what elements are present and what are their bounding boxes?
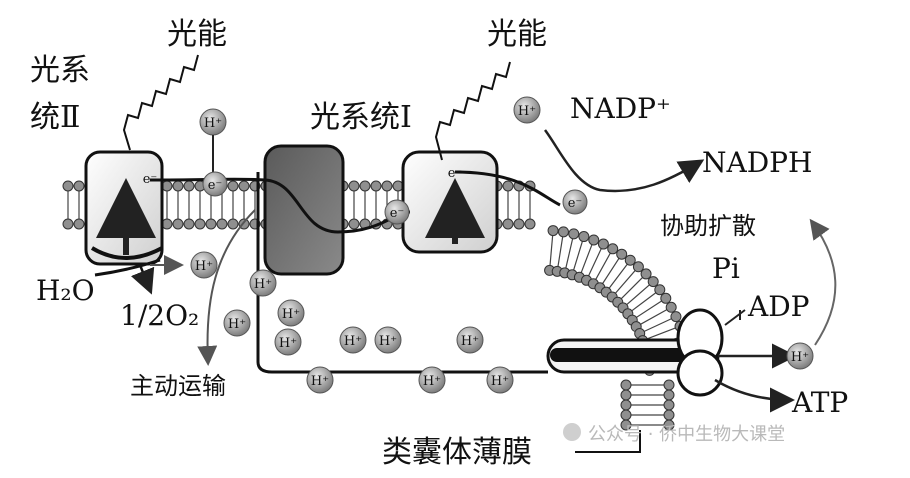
proton-ion: H⁺ [277,299,305,327]
proton-ion: H⁺ [374,326,402,354]
proton-ion: H⁺ [486,366,514,394]
svg-text:H⁺: H⁺ [791,350,809,365]
svg-text:H⁺: H⁺ [423,374,441,389]
svg-text:H⁺: H⁺ [195,259,213,274]
svg-text:e⁻: e⁻ [208,178,223,193]
pi-adp-connector [724,309,746,326]
nadp-plus-label: NADP⁺ [570,92,671,125]
proton-ion: H⁺ [190,251,218,279]
svg-text:e⁻: e⁻ [448,166,463,181]
nadph-label: NADPH [702,146,812,179]
light-zigzag-ps2 [122,54,199,151]
half-oxygen-label: 1/2O₂ [120,299,199,332]
photosystem-2-complex [84,150,164,266]
light-energy-label-2: 光能 [487,17,547,52]
active-transport-arrow [197,209,256,366]
photosystem-1-label: 光系统Ⅰ [310,100,412,135]
photosystem-2-label-line2: 统Ⅱ [30,100,80,135]
facilitated-diffusion-arrow [809,218,837,346]
light-zigzag-ps1 [434,61,511,161]
svg-text:e⁻: e⁻ [390,206,405,221]
electron-badge: e⁻ [202,171,228,197]
lipid-bilayer-curve [544,225,695,431]
electron-labels: e⁻ e⁻ e⁻ e⁻ e⁻ [143,166,588,225]
membrane-label-leader [575,430,641,453]
svg-text:H⁺: H⁺ [379,334,397,349]
svg-text:H⁺: H⁺ [254,277,272,292]
svg-text:H⁺: H⁺ [204,116,222,131]
svg-text:H⁺: H⁺ [311,374,329,389]
svg-text:H⁺: H⁺ [228,317,246,332]
electron-badge: e⁻ [143,172,158,187]
photosystem-2-label-line1: 光系 [30,53,90,88]
proton-ion: H⁺ [418,366,446,394]
proton-pump-path [256,172,548,374]
active-transport-label: 主动运输 [130,372,226,400]
watermark: 公众号 · 侨中生物大课堂 [563,423,785,445]
electron-badge: e⁻ [448,166,463,181]
proton-ion: H⁺ [223,309,251,337]
watermark-text: 公众号 · 侨中生物大课堂 [588,424,785,445]
thylakoid-membrane-label: 类囊体薄膜 [382,435,532,470]
proton-ion: H⁺ [199,108,227,136]
svg-text:H⁺: H⁺ [461,334,479,349]
proton-ion: H⁺ [249,269,277,297]
svg-text:H⁺: H⁺ [518,104,536,119]
atp-synthase [546,308,724,397]
light-energy-label-1: 光能 [167,17,227,52]
atp-arrow [714,378,795,413]
proton-ion: H⁺ [339,326,367,354]
svg-text:H⁺: H⁺ [344,334,362,349]
svg-text:H⁺: H⁺ [282,307,300,322]
svg-text:e⁻: e⁻ [568,196,583,211]
adp-label: ADP [747,290,810,323]
proton-ion: H⁺ [456,326,484,354]
oxygen-arrow [130,264,155,295]
proton-ions: H⁺ H⁺ H⁺ H⁺ H⁺ H⁺ H⁺ H⁺ H⁺ H⁺ H⁺ H⁺ H⁺ H⁺ [190,96,814,394]
svg-text:e⁻: e⁻ [143,172,158,187]
proton-ion: H⁺ [306,366,334,394]
nadph-arrow [543,129,705,193]
proton-ion: H⁺ [274,328,302,356]
pi-label: Pi [712,252,740,285]
svg-text:H⁺: H⁺ [279,336,297,351]
facilitated-diffusion-label: 协助扩散 [660,212,756,240]
electron-badge: e⁻ [384,199,410,225]
proton-ion: H⁺ [513,96,541,124]
svg-text:H⁺: H⁺ [491,374,509,389]
water-label: H₂O [36,274,95,307]
atp-label: ATP [791,386,848,419]
water-split-arrow [94,258,161,277]
electron-badge: e⁻ [562,189,588,215]
proton-ion: H⁺ [786,342,814,370]
